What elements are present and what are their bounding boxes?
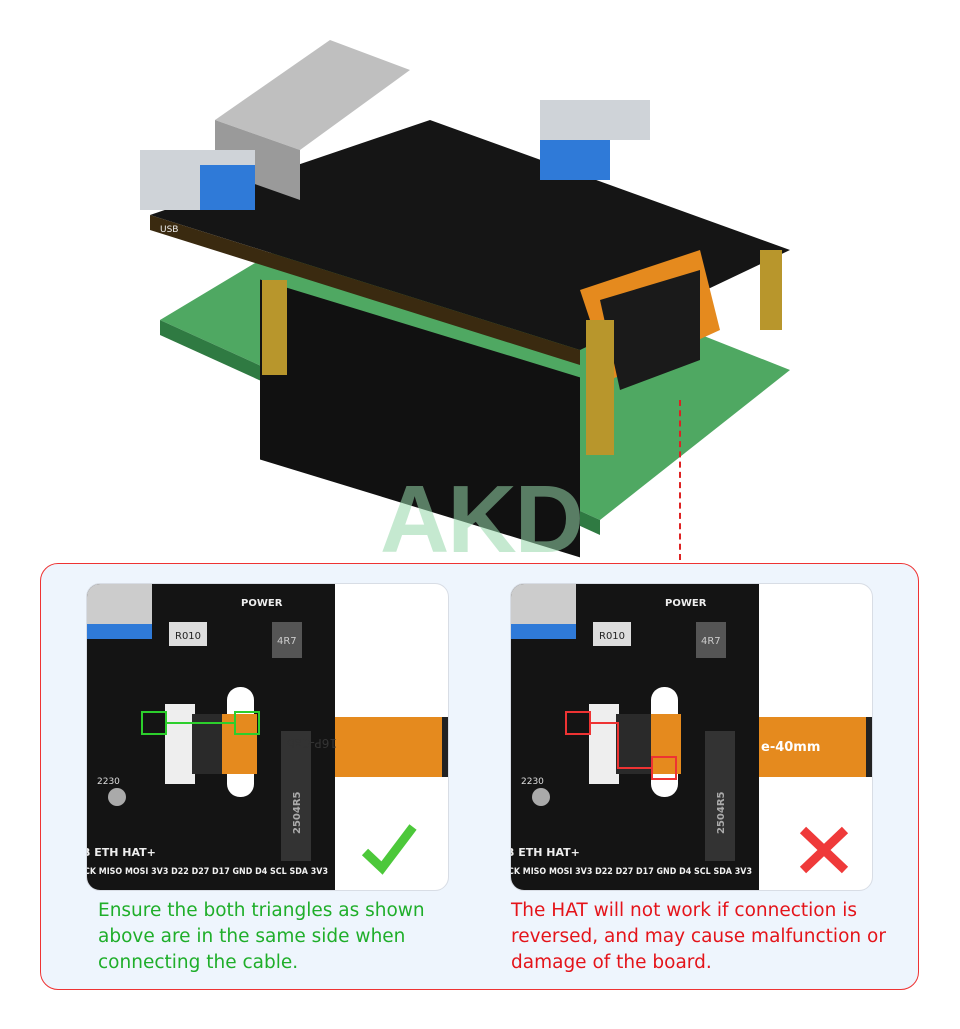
connector-label: 2504R5: [292, 791, 303, 834]
pointer-dashed-line: [679, 400, 681, 560]
power-label: POWER: [241, 598, 283, 609]
hat-name-label: B ETH HAT+: [87, 846, 156, 859]
connector-label: 2504R5: [716, 791, 727, 834]
resistor-label: R010: [599, 631, 625, 642]
inductor-label: 4R7: [277, 636, 297, 647]
chip-label: 2230: [97, 777, 120, 787]
pin-labels: CK MISO MOSI 3V3 D22 D27 D17 GND D4 SCL …: [511, 867, 752, 877]
incorrect-caption: The HAT will not work if connection is r…: [511, 900, 886, 973]
watermark-logo: AKD: [380, 466, 584, 573]
hat-name-label: B ETH HAT+: [511, 846, 580, 859]
resistor-label: R010: [175, 631, 201, 642]
inductor-label: 4R7: [701, 636, 721, 647]
check-icon: [361, 824, 417, 875]
cable-label: e-40mm: [761, 740, 820, 755]
pin-labels: CK MISO MOSI 3V3 D22 D27 D17 GND D4 SCL …: [87, 867, 328, 877]
cable-label: 16P-Cab: [287, 736, 337, 750]
product-photo: USB: [140, 40, 790, 558]
correct-connection-card: POWER R010 4R7 2504R5 2230 B ETH HAT+ CK…: [86, 583, 449, 891]
incorrect-connection-card: POWER R010 4R7 2504R5 2230 B ETH HAT+ CK…: [510, 583, 873, 891]
correct-caption: Ensure the both triangles as shown above…: [98, 900, 425, 973]
power-label: POWER: [665, 598, 707, 609]
usb-label: USB: [160, 225, 178, 235]
cross-icon: [799, 826, 849, 874]
chip-label: 2230: [521, 777, 544, 787]
